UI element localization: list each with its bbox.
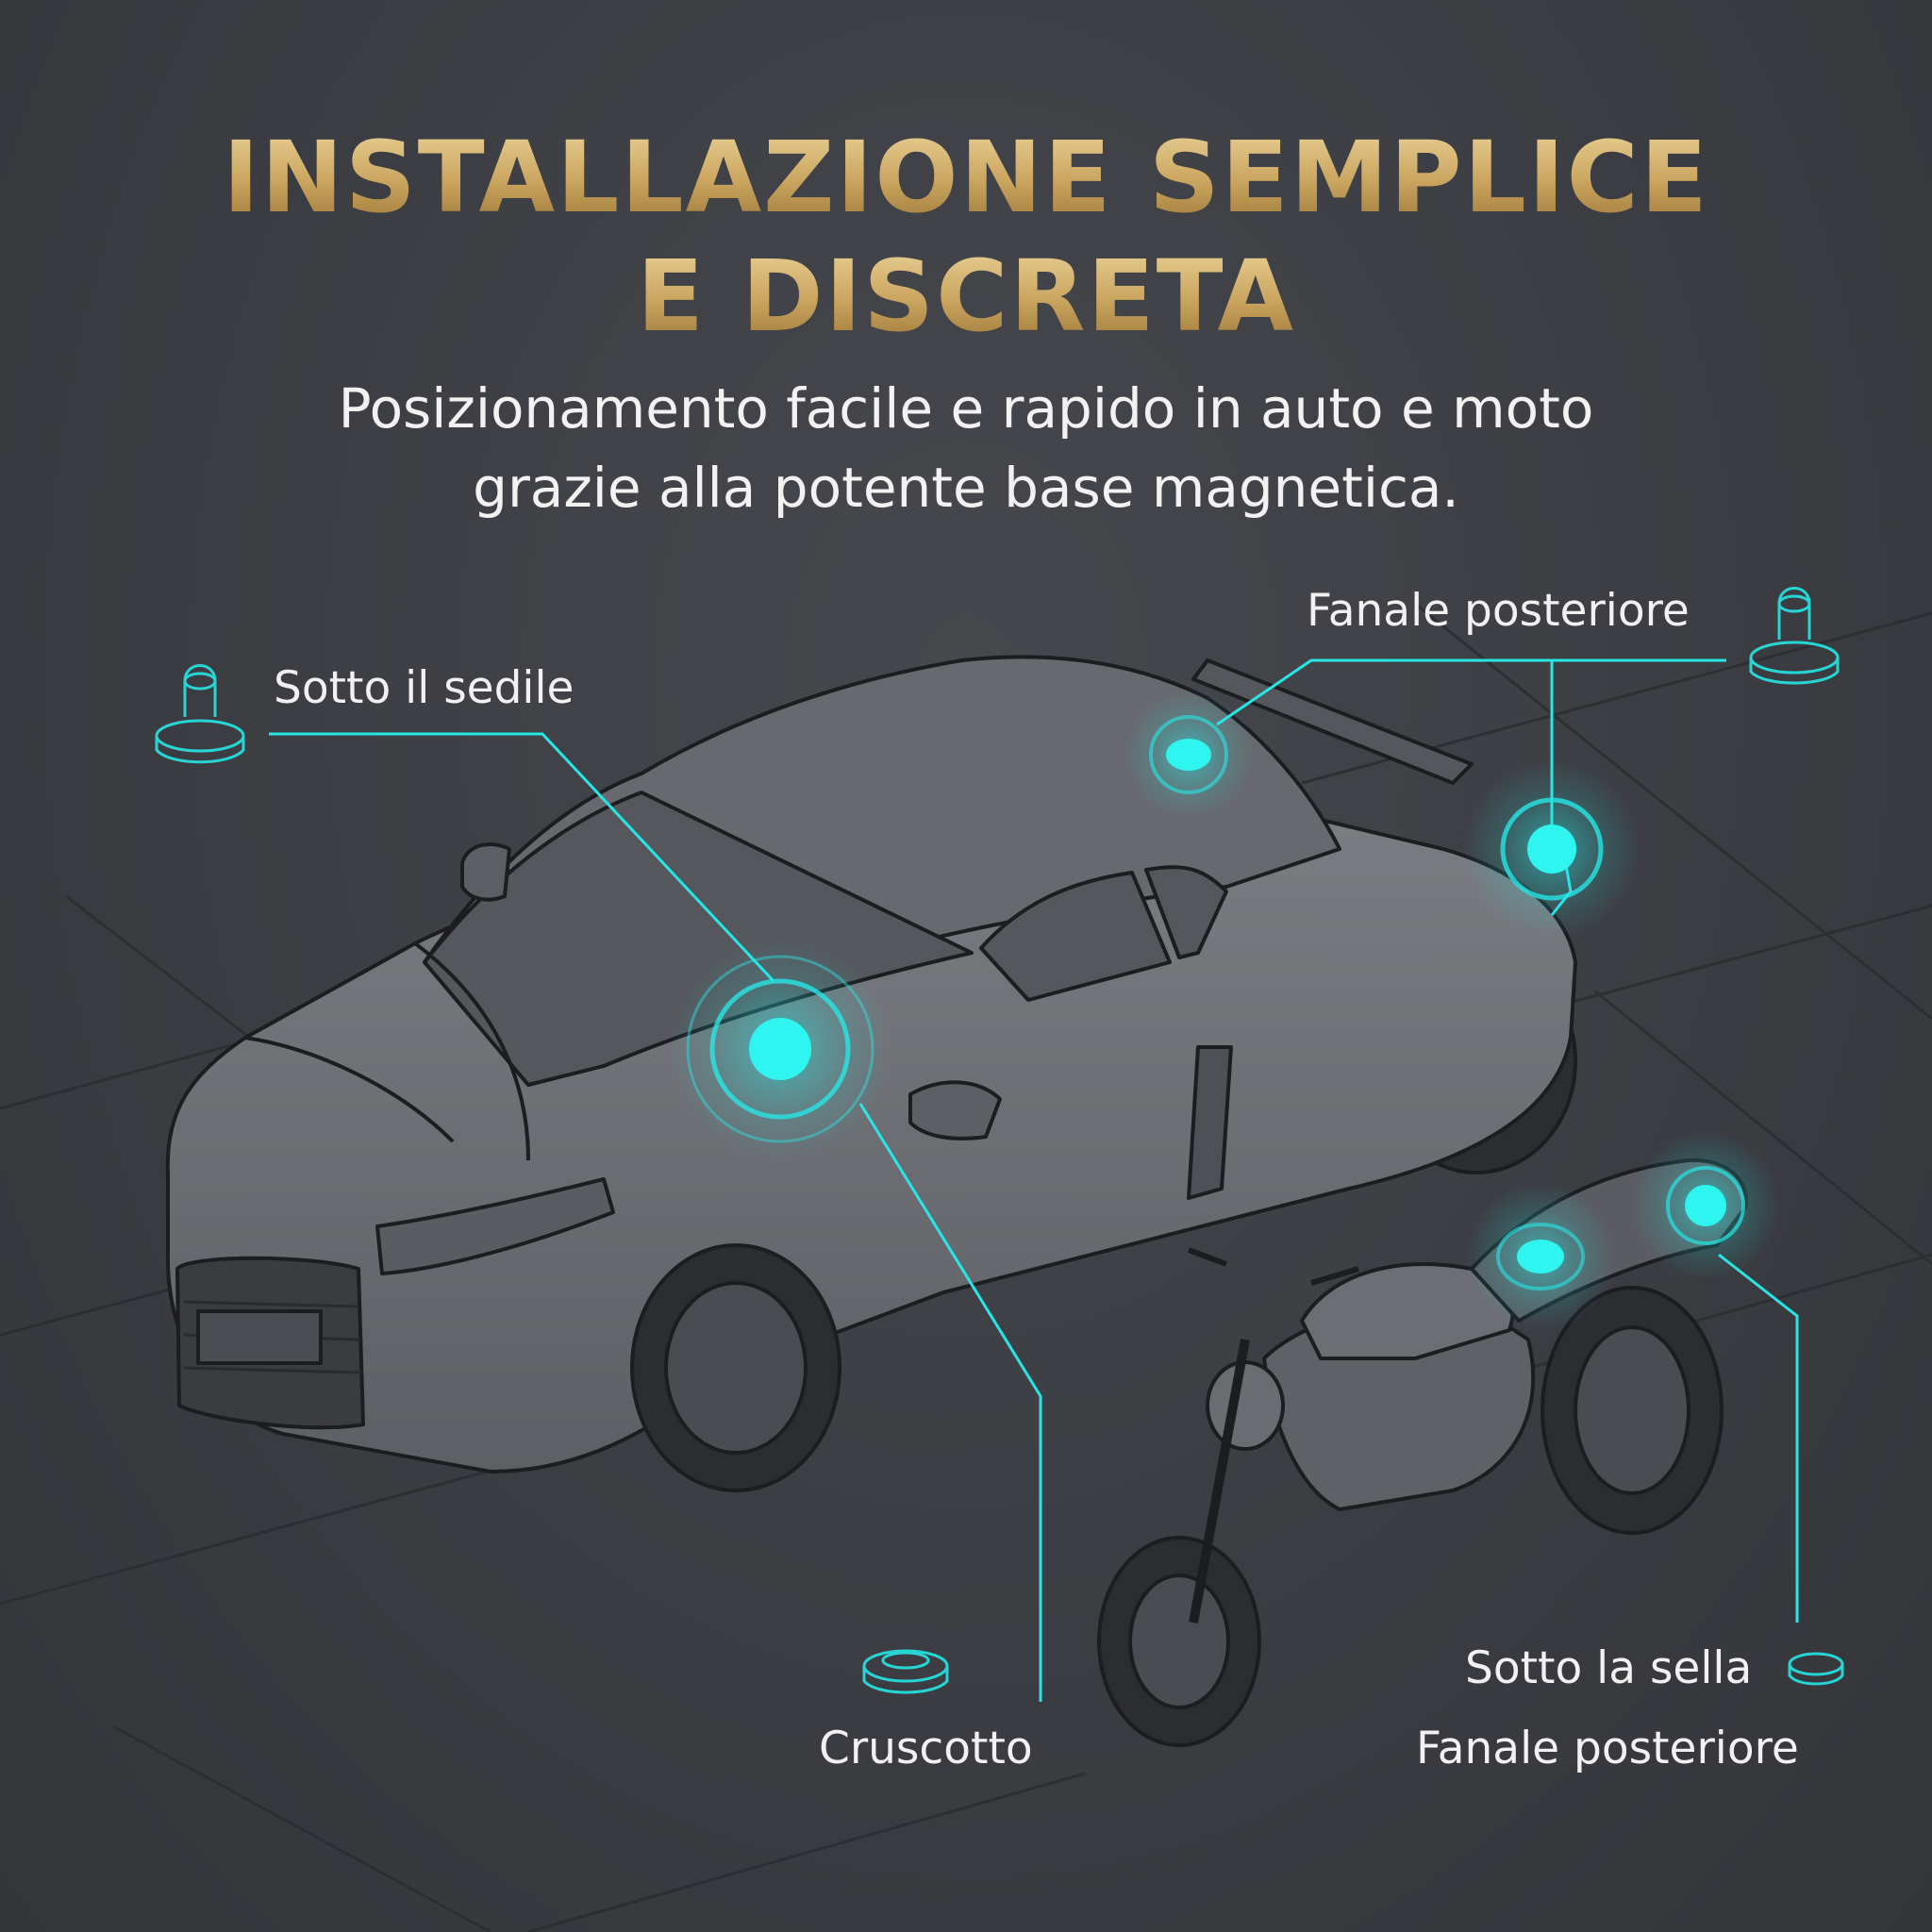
subheadline-line-2: grazie alla potente base magnetica. [473,456,1459,520]
motorcycle-illustration [1097,1158,1748,1747]
label-saddle: Sotto la sella [1465,1642,1753,1694]
headline-line-1: INSTALLAZIONE SEMPLICE [0,128,1932,226]
tracker-dot-icon [1465,1181,1616,1332]
label-dashboard: Cruscotto [819,1723,1033,1774]
tracker-dot-icon [1462,759,1641,939]
floor-grid [0,602,1932,1932]
subheadline-line-1: Posizionamento facile e rapido in auto e… [338,376,1594,441]
tracker-dot-icon [1630,1130,1781,1281]
label-seat: Sotto il sedile [274,662,575,714]
label-taillight-car: Fanale posteriore [1307,585,1690,637]
headline-line-2: E DISCRETA [0,247,1932,345]
car-illustration [165,655,1577,1492]
magnetic-mount-icon [1749,587,1840,685]
label-taillight-moto: Fanale posteriore [1416,1723,1799,1774]
magnetic-puck-icon [862,1649,949,1694]
magnetic-mount-icon [155,664,245,764]
tracker-dot-icon [1123,689,1255,821]
tracker-dot-icon [667,936,893,1162]
magnetic-puck-icon [1788,1652,1844,1686]
callout-lines [269,658,1799,1702]
